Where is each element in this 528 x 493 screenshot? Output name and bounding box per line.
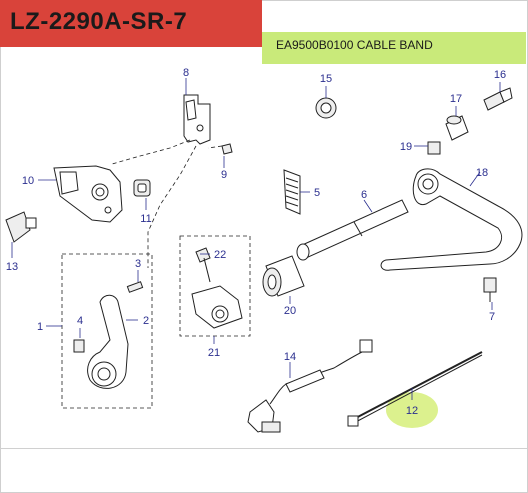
part-8-bracket	[183, 94, 211, 145]
group-1-box	[61, 253, 153, 409]
callout-13: 13	[6, 261, 18, 273]
part-5-spring	[283, 169, 301, 215]
part-17-bushing	[445, 115, 469, 141]
title-band: LZ-2290A-SR-7	[0, 0, 262, 47]
callout-15: 15	[320, 73, 332, 85]
model-title: LZ-2290A-SR-7	[10, 8, 188, 35]
part-7-screw	[483, 277, 497, 302]
part-14-sensor	[247, 339, 373, 433]
part-21-clamp	[191, 285, 243, 329]
callout-6: 6	[361, 189, 367, 201]
part-19-set-screw	[427, 141, 441, 155]
footer-divider	[0, 448, 527, 449]
callout-10: 10	[22, 175, 34, 187]
part-2-arm	[87, 294, 129, 389]
part-10-plate	[53, 165, 123, 223]
callout-14: 14	[284, 351, 296, 363]
subtitle-band: EA9500B0100 CABLE BAND	[262, 32, 526, 64]
callout-9: 9	[221, 169, 227, 181]
callout-21: 21	[208, 347, 220, 359]
callout-8: 8	[183, 67, 189, 79]
part-15-collar	[315, 97, 337, 119]
highlight-callout-12	[386, 392, 438, 428]
callout-17: 17	[450, 93, 462, 105]
callout-1: 1	[37, 321, 43, 333]
part-13-connector	[5, 211, 37, 243]
callout-16: 16	[494, 69, 506, 81]
callout-18: 18	[476, 167, 488, 179]
part-18-lever	[380, 168, 523, 271]
part-16-screw	[483, 87, 513, 111]
part-4-screw	[73, 339, 85, 353]
part-6-shaft	[296, 199, 409, 261]
part-12-cable-band	[347, 351, 483, 427]
callout-22: 22	[214, 249, 226, 261]
callout-5: 5	[314, 187, 320, 199]
part-20-roller	[262, 255, 305, 297]
part-22-screw	[195, 247, 211, 283]
callout-3: 3	[135, 258, 141, 270]
callout-4: 4	[77, 315, 83, 327]
callout-11: 11	[140, 213, 151, 225]
callout-7: 7	[489, 311, 495, 323]
callout-2: 2	[143, 315, 149, 327]
part-3-pin	[126, 281, 144, 293]
part-11-nut	[133, 179, 151, 197]
part-9-screw	[221, 143, 233, 155]
group-21-box	[179, 235, 251, 337]
callout-12: 12	[406, 405, 418, 417]
part-subtitle: EA9500B0100 CABLE BAND	[276, 38, 433, 52]
callout-19: 19	[400, 141, 412, 153]
callout-20: 20	[284, 305, 296, 317]
